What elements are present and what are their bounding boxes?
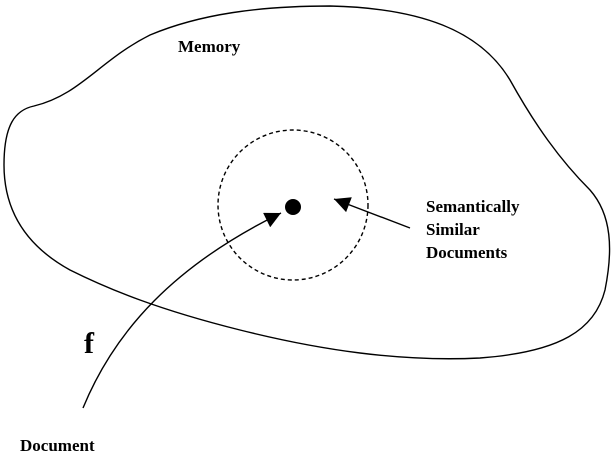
similar-documents-label-line3: Documents xyxy=(426,243,508,262)
document-label: Document xyxy=(20,436,95,453)
similar-documents-label-line1: Semantically xyxy=(426,197,520,216)
memory-region-outline xyxy=(3,5,611,360)
similarity-neighborhood-circle xyxy=(217,129,369,281)
memory-label: Memory xyxy=(178,37,241,56)
similar-documents-label-line2: Similar xyxy=(426,220,480,239)
mapping-arrow xyxy=(82,212,282,409)
similar-documents-arrow xyxy=(333,197,411,229)
mapped-document-point xyxy=(285,199,301,215)
function-label: f xyxy=(84,327,95,360)
